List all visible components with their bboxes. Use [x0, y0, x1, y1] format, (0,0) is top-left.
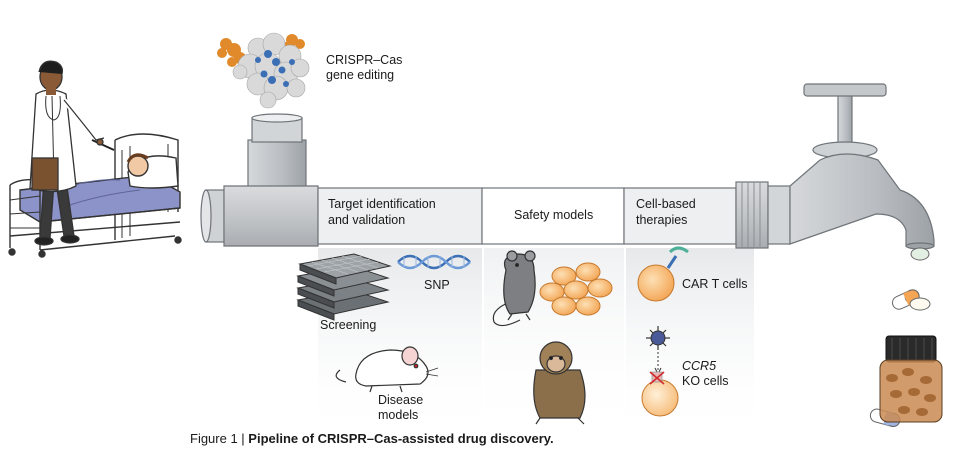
disease-models-label-line2: models	[378, 408, 418, 422]
car-t-cell-icon	[637, 246, 689, 302]
stage-label-target-line1: Target identification	[328, 197, 436, 211]
cell-cluster-icon	[539, 262, 613, 316]
caption-prefix: Figure 1 |	[190, 431, 249, 446]
ko-cells-label: KO cells	[682, 374, 729, 388]
rat-icon	[492, 250, 536, 327]
screening-label: Screening	[320, 318, 376, 332]
stage-label-cell-line1: Cell-based	[636, 197, 696, 211]
stage-label-target-line2: and validation	[328, 213, 405, 227]
ccr5-label: CCR5	[682, 359, 716, 373]
car-t-label: CAR T cells	[682, 277, 748, 291]
caption-title: Pipeline of CRISPR–Cas-assisted drug dis…	[248, 431, 554, 446]
disease-models-label-line1: Disease	[378, 393, 423, 407]
crispr-label-line2: gene editing	[326, 68, 394, 82]
snp-label: SNP	[424, 278, 450, 292]
doctor-icon	[29, 60, 115, 246]
stage-label-cell-line2: therapies	[636, 213, 687, 227]
ko-cell-icon	[641, 371, 679, 417]
monkey-icon	[533, 341, 586, 425]
stage-label-safety: Safety models	[514, 208, 593, 222]
crispr-label-line1: CRISPR–Cas	[326, 53, 402, 67]
plate-stack-icon	[296, 253, 392, 321]
dna-helix-icon	[397, 254, 471, 270]
mouse-icon	[335, 346, 439, 393]
figure-caption: Figure 1 | Pipeline of CRISPR–Cas-assist…	[190, 431, 554, 446]
pill-bottle-icon	[879, 335, 943, 423]
protein-structure-icon	[217, 32, 310, 109]
pipe-icon	[200, 113, 791, 249]
faucet-icon	[789, 83, 935, 250]
virus-icon	[646, 326, 670, 376]
